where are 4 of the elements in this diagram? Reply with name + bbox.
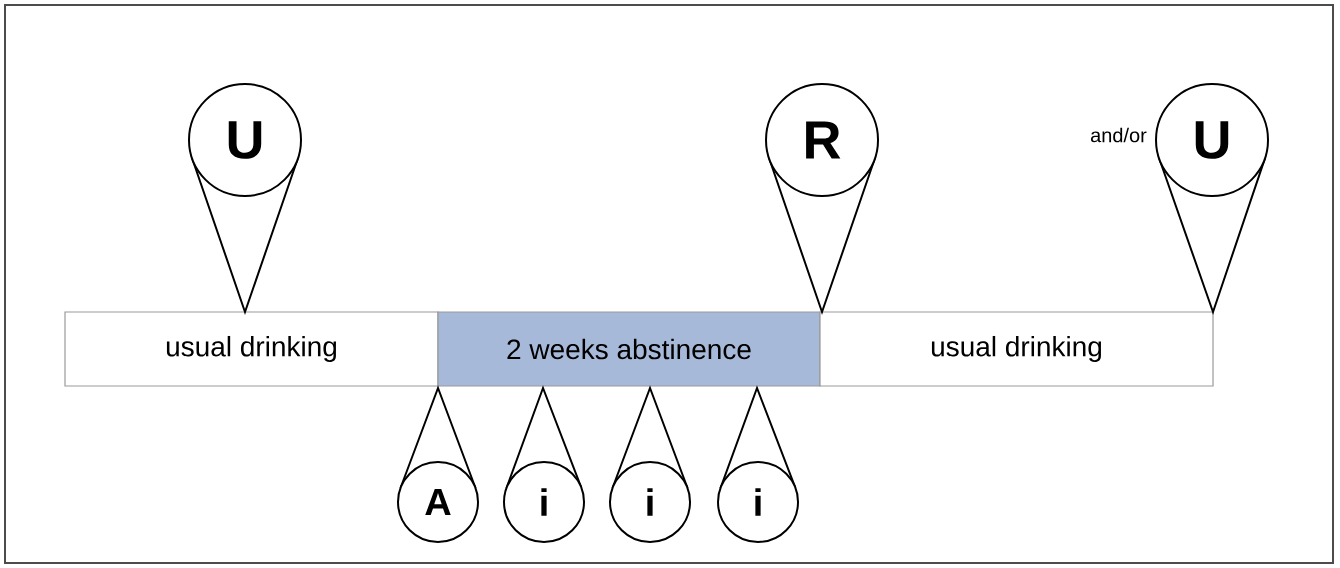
timeline-band: usual drinking bbox=[64, 311, 439, 387]
side-note: and/or bbox=[1090, 127, 1147, 143]
timeline-band: 2 weeks abstinence bbox=[437, 311, 821, 387]
timeline-band: usual drinking bbox=[819, 311, 1214, 387]
